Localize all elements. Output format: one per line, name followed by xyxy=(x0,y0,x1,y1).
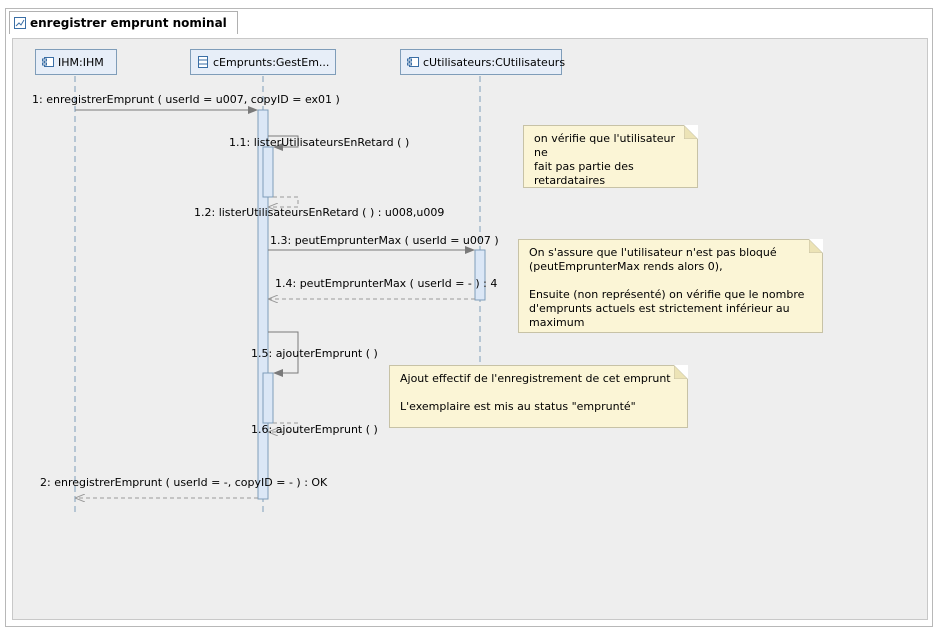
message-label-1-6[interactable]: 1.6: ajouterEmprunt ( ) xyxy=(251,423,378,436)
note-line: fait pas partie des xyxy=(534,160,634,173)
lifeline-cemprunts[interactable]: cEmprunts:GestEm... xyxy=(190,49,336,75)
message-arrow-1-2[interactable] xyxy=(269,196,299,207)
message-arrow-1-1[interactable] xyxy=(268,135,299,151)
lifeline-cutilisateurs[interactable]: cUtilisateurs:CUtilisateurs xyxy=(400,49,566,75)
note-line: Ajout effectif de l'enregistrement de ce… xyxy=(400,372,671,385)
message-label-1-2[interactable]: 1.2: listerUtilisateursEnRetard ( ) : u0… xyxy=(194,206,445,219)
lifeline-ihm[interactable]: IHM:IHM xyxy=(35,49,117,75)
note-retardataires[interactable]: on vérifie que l'utilisateur ne fait pas… xyxy=(523,125,698,188)
note-line: L'exemplaire est mis au status "emprunté… xyxy=(400,400,636,413)
note-line: (peutEmprunterMax rends alors 0), xyxy=(529,260,723,273)
lifeline-label: cEmprunts:GestEm... xyxy=(213,55,330,69)
note-line: On s'assure que l'utilisateur n'est pas … xyxy=(529,246,777,259)
message-label-1-1[interactable]: 1.1: listerUtilisateursEnRetard ( ) xyxy=(229,136,410,149)
activation-cemprunts-1-1[interactable] xyxy=(262,146,274,198)
sequence-diagram-icon xyxy=(14,17,26,29)
component-icon xyxy=(407,57,419,67)
message-label-1-4[interactable]: 1.4: peutEmprunterMax ( userId = - ) : 4 xyxy=(275,277,498,290)
note-fold-icon xyxy=(674,365,688,379)
message-arrow-1-5[interactable] xyxy=(268,331,299,377)
note-line: Ensuite (non représenté) on vérifie que … xyxy=(529,288,805,301)
note-line: retardataires xyxy=(534,174,606,187)
note-line xyxy=(529,274,812,288)
activation-cutilisateurs-1-3[interactable] xyxy=(474,249,486,301)
message-label-2[interactable]: 2: enregistrerEmprunt ( userId = -, copy… xyxy=(40,476,328,489)
activation-cemprunts-1-5[interactable] xyxy=(262,372,274,424)
diagram-title-tab[interactable]: enregistrer emprunt nominal xyxy=(9,11,238,34)
note-peut-emprunter[interactable]: On s'assure que l'utilisateur n'est pas … xyxy=(518,239,823,333)
note-ajout-effectif[interactable]: Ajout effectif de l'enregistrement de ce… xyxy=(389,365,688,428)
message-arrow-1-6[interactable] xyxy=(269,422,299,432)
component-icon xyxy=(42,57,54,67)
note-line xyxy=(400,386,677,400)
note-line: on vérifie que l'utilisateur ne xyxy=(534,132,676,159)
activation-cemprunts-main[interactable] xyxy=(257,109,269,500)
message-label-1-5[interactable]: 1.5: ajouterEmprunt ( ) xyxy=(251,347,378,360)
lifeline-label: IHM:IHM xyxy=(58,55,104,69)
note-line: d'emprunts actuels est strictement infér… xyxy=(529,302,790,329)
message-label-1-3[interactable]: 1.3: peutEmprunterMax ( userId = u007 ) xyxy=(270,234,499,247)
class-icon xyxy=(198,56,208,68)
diagram-title: enregistrer emprunt nominal xyxy=(30,16,227,30)
note-fold-icon xyxy=(684,125,698,139)
message-label-1[interactable]: 1: enregistrerEmprunt ( userId = u007, c… xyxy=(32,93,340,106)
note-fold-icon xyxy=(809,239,823,253)
lifeline-label: cUtilisateurs:CUtilisateurs xyxy=(423,55,566,69)
